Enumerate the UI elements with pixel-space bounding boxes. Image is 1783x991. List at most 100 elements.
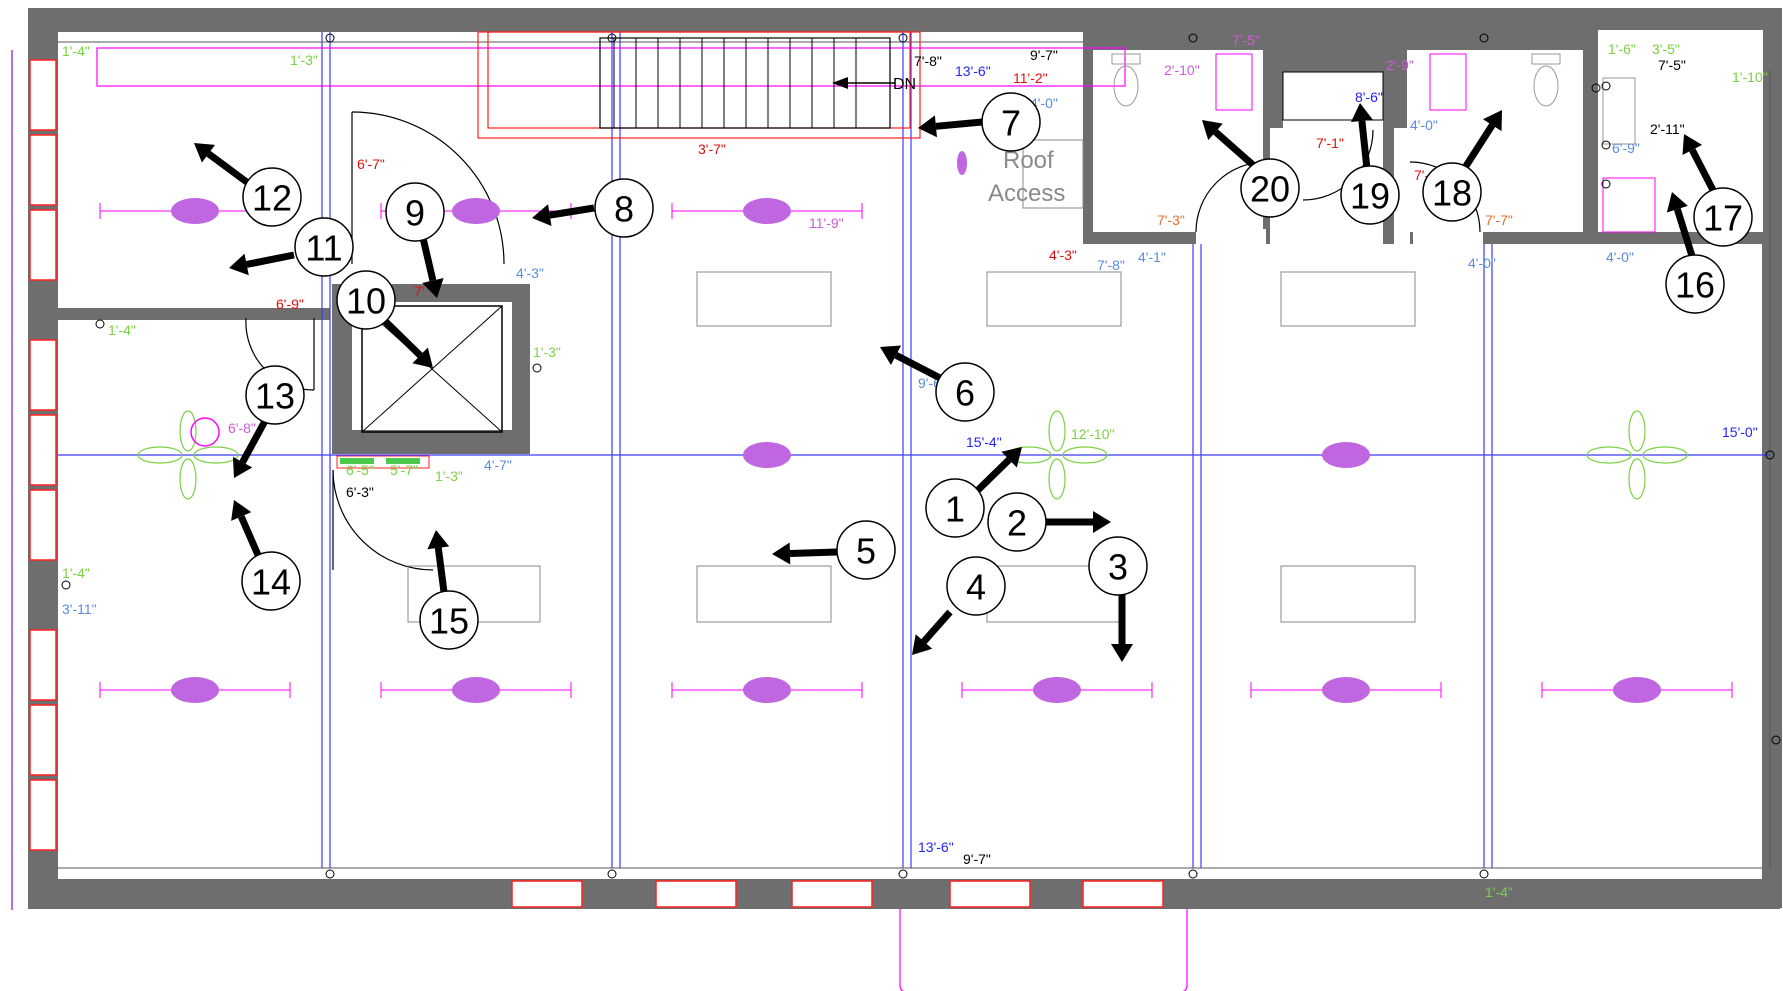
ceiling-panel [986,271,1122,327]
dimension-label: 6'-9" [1612,140,1640,156]
dimension-label: 1'-4" [1485,884,1513,900]
marker-arrowhead [772,542,791,565]
marker-arrow-shaft [245,251,295,268]
dimension-label: 7'-5" [1232,32,1260,48]
marker-arrowhead [1111,644,1133,662]
marker-circle [1340,165,1400,225]
elevator-door-green [386,458,420,464]
marker-number: 5 [856,531,876,572]
marker-circle [245,365,305,425]
outlet-icon [607,869,617,879]
marker-number: 8 [614,189,634,230]
outlet-icon [1601,81,1611,91]
marker-arrow-shaft [434,547,448,593]
marker-arrowhead [1001,447,1022,468]
stair-dn-label: DN [893,76,916,93]
dimension-label: 11'-2" [1013,70,1048,86]
marker-arrow-shaft [549,204,595,219]
stairs: DN [477,31,921,139]
dimension-label: 2'-9" [1386,57,1414,73]
dimension-label: 1'-3" [533,344,561,360]
marker-circle [241,551,301,611]
marker-number: 2 [1007,503,1027,544]
marker-circle [1693,187,1753,247]
outlet-icon [1188,869,1198,879]
outlet-icon [1601,140,1611,150]
light-fixture [743,442,791,468]
window [791,880,873,908]
view-marker: 12 [194,143,302,227]
bottom-windows [511,880,1164,908]
roof-hatch-mark [957,151,967,175]
marker-number: 7 [1001,103,1021,144]
outlet-icon [1771,735,1781,745]
light-fixture [452,198,500,224]
toilet-tank-icon [1531,53,1561,65]
view-marker: 8 [532,178,654,238]
dimension-label: 9'-7" [1030,47,1058,63]
light-fixture [1322,677,1370,703]
dimension-label: 2'-11" [1650,121,1685,137]
fan-blade [137,446,183,464]
roof-access-box [1022,139,1084,209]
dimension-label: 1'-4" [108,322,136,338]
dimension-label: 3'-5" [1652,41,1680,57]
marker-number: 20 [1250,169,1290,210]
marker-arrow-shaft [206,150,251,186]
outlet-icon [1188,33,1198,43]
marker-arrow-shaft [789,548,838,557]
window [29,209,57,281]
window [29,779,57,851]
marker-circle [935,362,995,422]
marker-circle [294,217,354,277]
light-fixture [171,677,219,703]
dimension-label: 6'-5" [346,462,374,478]
marker-arrowhead [422,277,444,298]
view-marker: 7 [918,92,1041,152]
ceiling-panel [696,565,832,623]
marker-arrow-shaft [237,515,262,557]
dimension-label: 6'-8" [228,420,256,436]
shower-icon [1602,77,1636,145]
fan-blade [1062,446,1108,464]
window [29,134,57,206]
marker-circle [594,178,654,238]
marker-arrow-shaft [975,457,1012,493]
marker-number: 19 [1350,176,1390,217]
view-marker: 2 [987,492,1111,552]
fan-blade [193,446,239,464]
dimension-label: 8'-6" [1355,89,1383,105]
marker-circle [1088,536,1148,596]
interior-outlines [58,41,1771,869]
beam-outline [96,47,1126,87]
window [1082,880,1164,908]
dimension-label: 7'-8" [914,53,942,69]
grid-lines [58,32,1770,868]
light-fixture [1322,442,1370,468]
marker-number: 10 [346,281,386,322]
dimension-label: 4'-3" [1049,247,1077,263]
marker-arrowhead [232,456,253,478]
view-marker: 20 [1202,120,1300,218]
light-fixture [1033,677,1081,703]
window [511,880,583,908]
marker-arrow-shaft [894,352,942,382]
marker-circle [419,590,479,650]
marker-circle [1422,162,1482,222]
fan-blade [1642,446,1688,464]
sink-icon [1215,53,1253,111]
marker-arrow-shaft [381,317,423,358]
marker-arrow-shaft [1463,123,1496,168]
marker-arrowhead [194,143,216,163]
outlet-icon [1479,869,1489,879]
marker-number: 15 [429,601,469,642]
marker-number: 14 [251,562,291,603]
view-marker: 10 [336,270,433,368]
window [655,880,737,908]
left-windows [29,59,57,851]
marker-circle [242,167,302,227]
marker-arrowhead [918,115,937,138]
elevator-door-green [340,458,374,464]
dimension-label: 4'-0" [1030,95,1058,111]
dimension-label: 2'-10" [1164,62,1200,78]
